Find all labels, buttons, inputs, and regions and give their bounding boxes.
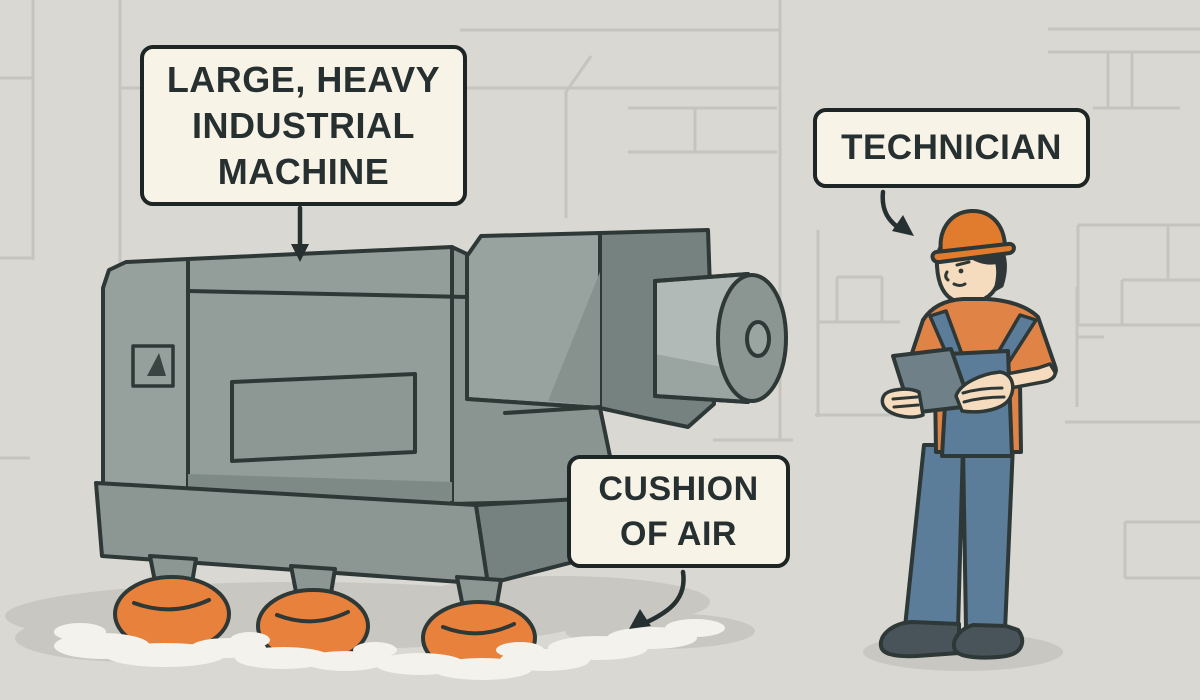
mouth [952, 282, 967, 287]
machine-label-line: INDUSTRIAL [192, 104, 415, 146]
technician-figure [878, 208, 1058, 660]
technician-label: TECHNICIAN [813, 108, 1090, 188]
cushion-arrow-line [642, 569, 686, 626]
air-cushion-crease [441, 622, 516, 636]
machine-trim-line [186, 289, 469, 299]
air-cushion-crease [132, 598, 211, 612]
cushion-label-line: OF AIR [620, 514, 737, 553]
air-cushion-crease [275, 610, 350, 624]
technician-shoe [878, 620, 961, 659]
technician-hand [880, 387, 925, 419]
technician-label-line: TECHNICIAN [841, 128, 1062, 167]
machine-arrow-head [291, 244, 309, 262]
cushion-label-line: CUSHION [598, 469, 759, 508]
technician-right-leg [961, 443, 1015, 632]
machine-label: LARGE, HEAVY INDUSTRIAL MACHINE [140, 45, 467, 206]
machine-drum-hole [745, 320, 771, 358]
technician-arrow-head [892, 215, 914, 236]
machine-tower-shading [548, 272, 600, 406]
nose [944, 270, 950, 282]
finger-lines [891, 395, 920, 409]
machine-label-line: LARGE, HEAVY [166, 58, 441, 100]
cushion-of-air-label: CUSHION OF AIR [567, 455, 790, 568]
air-puffs [54, 619, 725, 680]
machine-recessed-panel [230, 372, 417, 463]
machine-body-seam [503, 405, 602, 415]
eyebrow [955, 260, 971, 267]
technician-shoe [952, 623, 1025, 660]
machine-label-line: MACHINE [217, 150, 390, 192]
hard-hat-brim [930, 241, 1016, 265]
technician-face [944, 260, 971, 287]
machine-drum-shading [655, 354, 748, 400]
machine-drum-outline [653, 272, 750, 404]
finger-lines [961, 386, 1006, 404]
industrial-machine [94, 228, 788, 676]
cushion-arrow-head [629, 609, 651, 629]
warning-triangle-icon [147, 353, 166, 376]
callout-arrows [291, 189, 914, 629]
eye [958, 268, 964, 274]
